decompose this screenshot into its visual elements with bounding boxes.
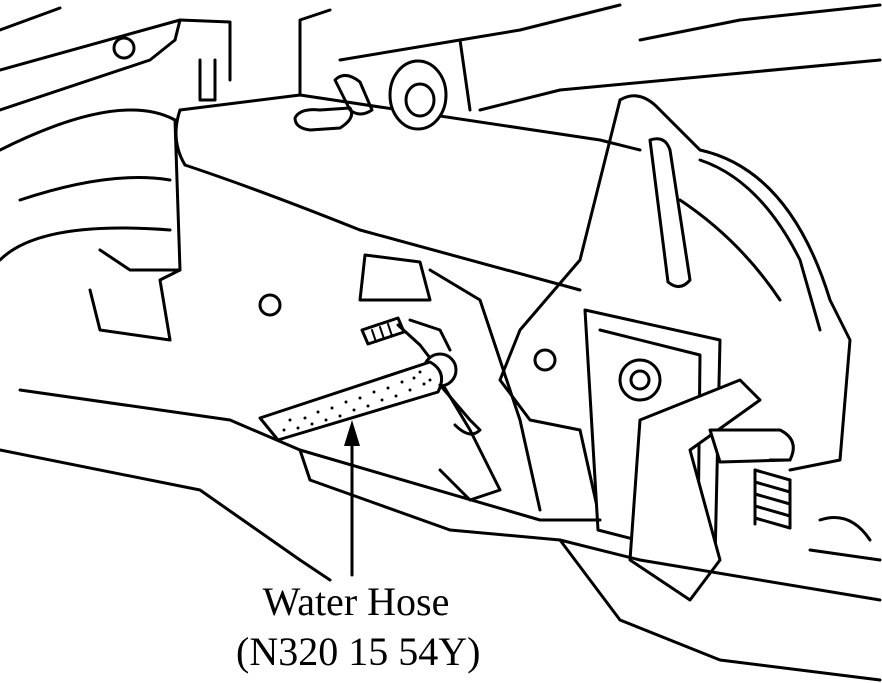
callout-label-part-number: (N320 15 54Y) (236, 629, 481, 674)
top-bracket (293, 59, 448, 132)
bolt-head (618, 358, 662, 402)
engine-block-outline (0, 6, 282, 342)
water-hose (258, 360, 482, 442)
tensioner-bracket (498, 94, 852, 522)
callout-label-name: Water Hose (262, 579, 450, 624)
arrow-head (344, 420, 360, 446)
hose-stipple (282, 370, 432, 432)
adjust-slot (648, 137, 692, 288)
valve-knob (360, 316, 406, 346)
adjusting-lever (628, 378, 882, 602)
water-outlet-housing (358, 253, 542, 512)
bolt-hole (533, 348, 557, 372)
cross-member (174, 3, 882, 292)
callout-leader (344, 420, 360, 577)
return-spring (753, 458, 792, 530)
pivot-pin (708, 428, 795, 464)
radiator-support (0, 248, 882, 682)
bolt-hole (258, 293, 282, 317)
bolt-hole (112, 36, 136, 60)
